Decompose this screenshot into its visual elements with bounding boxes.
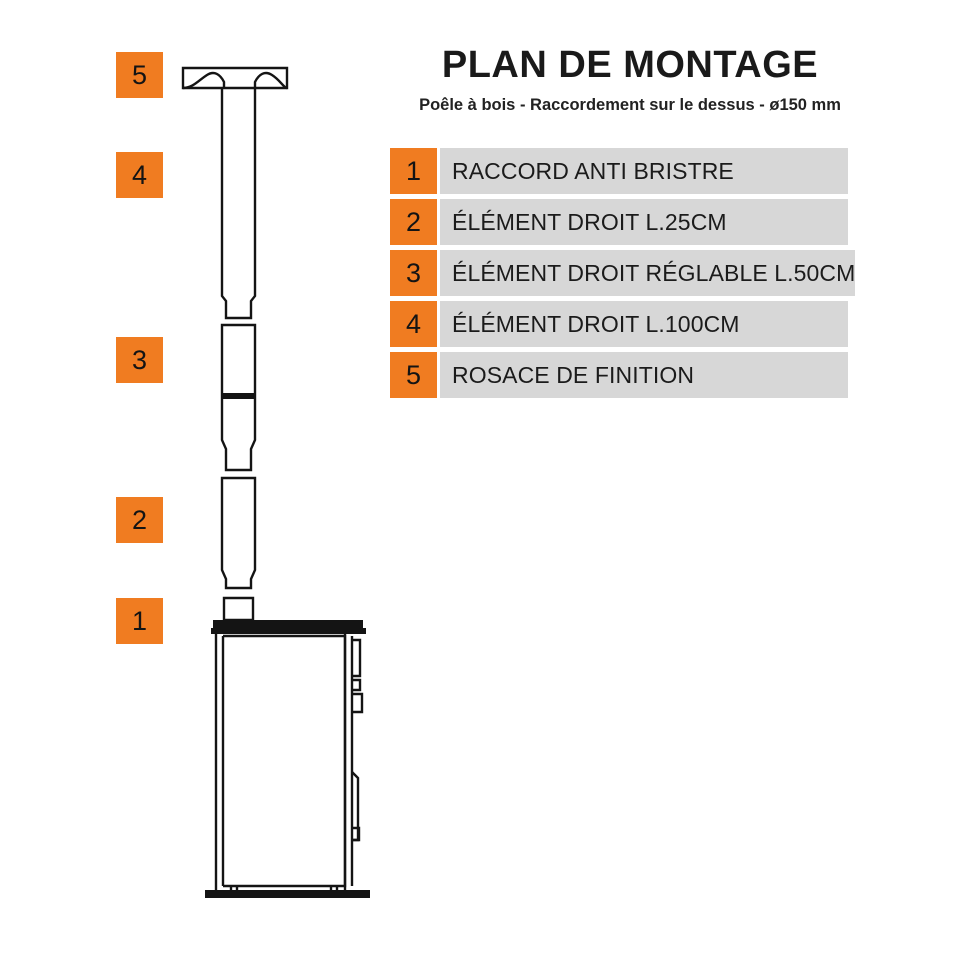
legend-bar-3: ÉLÉMENT DROIT RÉGLABLE L.50CM bbox=[440, 250, 856, 296]
legend-bar-5: ROSACE DE FINITION bbox=[440, 352, 848, 398]
callout-marker-3: 3 bbox=[116, 337, 163, 383]
legend-number-badge-4: 4 bbox=[390, 301, 437, 347]
stove-top-plate bbox=[213, 620, 363, 628]
legend-item-2: 2 ÉLÉMENT DROIT L.25CM bbox=[390, 199, 848, 245]
legend-number-badge-5: 5 bbox=[390, 352, 437, 398]
part-raccord-anti-bistre bbox=[222, 596, 255, 622]
legend-number-badge-1: 1 bbox=[390, 148, 437, 194]
legend-number-badge-3: 3 bbox=[390, 250, 437, 296]
part-poele-a-bois bbox=[205, 620, 370, 898]
stove-handle bbox=[352, 692, 364, 714]
legend-label-2: ÉLÉMENT DROIT L.25CM bbox=[452, 208, 727, 235]
part-element-droit-100cm bbox=[220, 88, 257, 320]
part-element-droit-reglable-50cm bbox=[220, 323, 257, 472]
page-subtitle: Poêle à bois - Raccordement sur le dessu… bbox=[419, 96, 841, 114]
legend-bar-4: ÉLÉMENT DROIT L.100CM bbox=[440, 301, 848, 347]
stove-latch bbox=[352, 678, 362, 692]
stove-base-plate bbox=[205, 890, 370, 898]
legend-label-3: ÉLÉMENT DROIT RÉGLABLE L.50CM bbox=[452, 259, 856, 286]
parts-legend: 1 RACCORD ANTI BRISTRE 2 ÉLÉMENT DROIT L… bbox=[390, 148, 856, 403]
legend-label-5: ROSACE DE FINITION bbox=[452, 361, 695, 388]
stove-top-plate-lip bbox=[211, 628, 366, 634]
legend-item-4: 4 ÉLÉMENT DROIT L.100CM bbox=[390, 301, 848, 347]
callout-marker-5: 5 bbox=[116, 52, 163, 98]
legend-bar-2: ÉLÉMENT DROIT L.25CM bbox=[440, 199, 848, 245]
stove-hinge-upper bbox=[352, 638, 362, 678]
adjustable-joint-band bbox=[223, 393, 254, 399]
legend-item-3: 3 ÉLÉMENT DROIT RÉGLABLE L.50CM bbox=[390, 250, 856, 296]
page-title: PLAN DE MONTAGE bbox=[441, 44, 819, 86]
legend-item-1: 1 RACCORD ANTI BRISTRE bbox=[390, 148, 848, 194]
callout-marker-4: 4 bbox=[116, 152, 163, 198]
part-element-droit-25cm bbox=[220, 476, 257, 590]
legend-item-5: 5 ROSACE DE FINITION bbox=[390, 352, 848, 398]
legend-label-1: RACCORD ANTI BRISTRE bbox=[452, 157, 734, 184]
stove-body-outline bbox=[223, 634, 347, 888]
legend-number-badge-2: 2 bbox=[390, 199, 437, 245]
legend-label-4: ÉLÉMENT DROIT L.100CM bbox=[452, 310, 740, 337]
stove-hinge-lower bbox=[352, 826, 361, 842]
callout-marker-1: 1 bbox=[116, 598, 163, 644]
part-rosace-de-finition bbox=[181, 66, 289, 90]
callout-marker-2: 2 bbox=[116, 497, 163, 543]
legend-bar-1: RACCORD ANTI BRISTRE bbox=[440, 148, 848, 194]
